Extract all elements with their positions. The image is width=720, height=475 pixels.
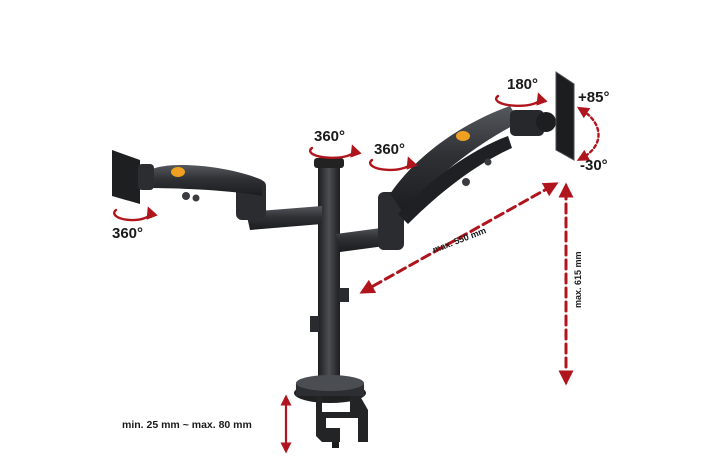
right-arm-rotation-arrow xyxy=(369,156,418,172)
right-arm-rotation-label: 360° xyxy=(374,141,405,158)
right-vesa-plate xyxy=(555,71,575,161)
pole-rotation-arrow xyxy=(308,144,362,159)
right-tilt-head xyxy=(510,110,544,136)
tilt-up-label: +85° xyxy=(578,89,609,106)
head-rotation-label: 180° xyxy=(507,76,538,93)
left-arm-logo xyxy=(171,167,185,177)
reach-label: max. 550 mm xyxy=(431,225,487,255)
left-arm-screw-b xyxy=(192,194,200,202)
right-gas-arm xyxy=(390,106,520,214)
center-pole xyxy=(318,160,340,390)
reach-arrow xyxy=(359,182,559,294)
pole-rotation-label: 360° xyxy=(314,128,345,145)
base-top xyxy=(296,375,364,391)
desk-clamp xyxy=(316,396,368,442)
dimension-arrows xyxy=(280,182,574,454)
height-label: max. 615 mm xyxy=(573,251,583,308)
pole-height-clip xyxy=(339,288,349,302)
head-rotation-arrow xyxy=(494,92,548,107)
left-vesa-plate xyxy=(112,150,140,204)
clamp-screw xyxy=(332,442,339,448)
rotation-arrows xyxy=(113,92,600,222)
pole-collar-top xyxy=(314,158,344,168)
right-tilt-knob xyxy=(536,112,556,132)
monitor-arm xyxy=(112,71,575,448)
left-gas-arm xyxy=(150,165,262,196)
right-arm-screw-a xyxy=(462,178,470,186)
clamp-label: min. 25 mm ~ max. 80 mm xyxy=(122,419,252,431)
tilt-arrow xyxy=(576,106,600,161)
left-rotation-label: 360° xyxy=(112,225,143,242)
left-tilt-head xyxy=(138,164,154,190)
right-arm-logo xyxy=(456,131,470,141)
right-arm-screw-b xyxy=(484,158,492,166)
left-arm-screw-a xyxy=(182,192,190,200)
left-rotation-arrow xyxy=(113,206,158,222)
tilt-down-label: -30° xyxy=(580,157,608,174)
pole-cable-clip xyxy=(310,316,319,332)
